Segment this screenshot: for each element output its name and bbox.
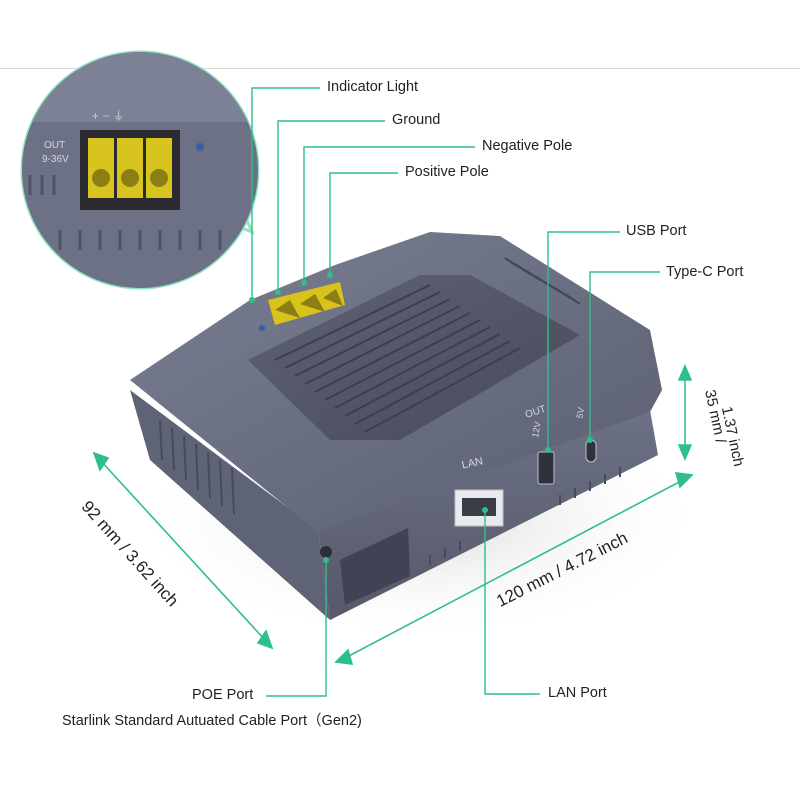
dimension-arrows	[92, 363, 694, 665]
inset-input-label: OUT	[44, 140, 65, 151]
callout-lines	[251, 87, 660, 697]
poe-port-label: POE Port	[192, 687, 254, 703]
usb-port-label: USB Port	[626, 223, 687, 239]
terminal-zoom-inset	[20, 50, 260, 290]
inset-input-range: 9-36V	[42, 154, 69, 165]
lan-marking: LAN	[461, 455, 484, 471]
positive-pole-label: Positive Pole	[405, 164, 489, 180]
type-c-port-label: Type-C Port	[666, 264, 744, 280]
ground-label: Ground	[392, 112, 441, 128]
device-body	[130, 232, 662, 620]
out-voltage-b: 5V	[575, 407, 587, 420]
indicator-light-label: Indicator Light	[327, 79, 419, 95]
lan-port-label: LAN Port	[548, 685, 607, 701]
out-voltage-a: 12V	[530, 421, 543, 439]
top-divider	[0, 68, 800, 69]
negative-pole-label: Negative Pole	[482, 138, 573, 154]
inset-terminal-signs: + − ⏚	[92, 109, 125, 123]
starlink-cable-port-label: Starlink Standard Autuated Cable Port（Ge…	[62, 713, 362, 729]
